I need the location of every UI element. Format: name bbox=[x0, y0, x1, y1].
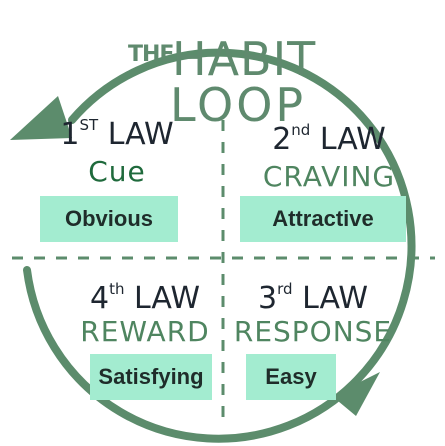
law-word: LAW bbox=[302, 281, 369, 316]
law-ordinal: nd bbox=[291, 121, 311, 139]
law-label-2: 2nd LAW bbox=[234, 122, 424, 157]
loop-arrowhead-bottom-right bbox=[332, 372, 380, 416]
law-ordinal: rd bbox=[277, 280, 293, 298]
rule-badge-easy: Easy bbox=[246, 354, 336, 400]
rule-badge-satisfying: Satisfying bbox=[90, 354, 212, 400]
law-word: LAW bbox=[107, 117, 174, 152]
law-number: 3 bbox=[257, 281, 278, 316]
stage-cue: Cue bbox=[88, 155, 146, 188]
rule-badge-obvious: Obvious bbox=[40, 196, 178, 242]
law-ordinal: ST bbox=[79, 116, 99, 134]
title-the: THE bbox=[128, 42, 174, 67]
title-habit: HABIT bbox=[172, 32, 317, 86]
law-label-1: 1ST LAW bbox=[22, 117, 212, 152]
law-label-4: 4th LAW bbox=[50, 281, 240, 316]
stage-reward: REWARD bbox=[80, 315, 210, 348]
law-ordinal: th bbox=[109, 280, 125, 298]
law-word: LAW bbox=[319, 122, 386, 157]
law-number: 1 bbox=[60, 117, 80, 152]
rule-badge-attractive: Attractive bbox=[240, 196, 406, 242]
law-number: 4 bbox=[90, 281, 110, 316]
loop-circle-arc bbox=[23, 48, 416, 443]
law-word: LAW bbox=[134, 281, 200, 316]
stage-craving: CRAVING bbox=[262, 160, 396, 193]
loop-arrowhead-top-left bbox=[10, 96, 72, 140]
law-number: 2 bbox=[272, 122, 292, 157]
title-loop: LOOP bbox=[170, 78, 307, 132]
law-label-3: 3rd LAW bbox=[218, 281, 408, 316]
stage-response: RESPONSE bbox=[233, 315, 393, 348]
